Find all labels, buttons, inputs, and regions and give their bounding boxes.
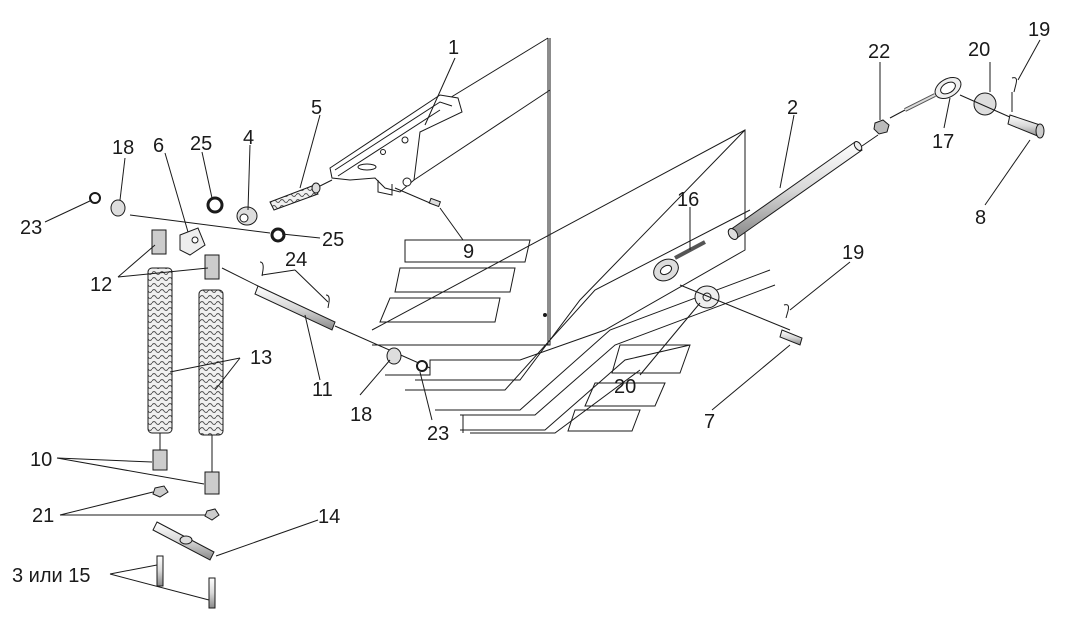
part-19-cotter-upper	[1011, 77, 1017, 93]
part-22-nut	[873, 119, 890, 135]
part-11-long-pin	[221, 267, 431, 369]
label-part-25-upper: 25	[190, 133, 213, 155]
label-part-11: 11	[312, 379, 333, 401]
label-part-4: 4	[243, 127, 255, 149]
part-10-caps	[152, 449, 220, 495]
label-part-23-lower: 23	[427, 423, 450, 445]
part-24-cotter-pin-left	[259, 261, 264, 277]
part-14-crossbar	[152, 521, 215, 561]
part-24-cotter-pin-right	[325, 294, 330, 309]
part-19-cotter-lower	[783, 304, 789, 319]
label-part-6: 6	[153, 135, 165, 157]
part-1-bracket	[329, 89, 551, 196]
part-2-rod	[727, 134, 879, 240]
part-16-eye-bolt	[653, 240, 706, 282]
label-part-20-upper: 20	[968, 39, 991, 61]
part-23-ring-lower	[416, 360, 428, 372]
part-23-ring-upper	[89, 192, 101, 204]
part-3-15-bolts	[156, 555, 216, 609]
label-part-20-lower: 20	[614, 376, 637, 398]
label-part-24: 24	[285, 249, 308, 271]
label-part-22: 22	[868, 41, 891, 63]
label-part-3-15: 3 или 15	[12, 565, 91, 587]
part-18-bushing-lower	[386, 347, 402, 365]
label-part-19-lower: 19	[842, 242, 865, 264]
label-part-21: 21	[32, 505, 55, 527]
part-25-washer-upper	[206, 196, 224, 214]
label-part-1: 1	[448, 37, 460, 59]
part-8-pin	[1007, 114, 1045, 139]
label-part-23-upper: 23	[20, 217, 43, 239]
label-part-18-lower: 18	[350, 404, 373, 426]
label-part-18-upper: 18	[112, 137, 135, 159]
label-part-16: 16	[677, 189, 700, 211]
part-9-small-pin	[428, 197, 442, 208]
part-20-washer-upper	[973, 92, 997, 116]
label-part-10: 10	[30, 449, 53, 471]
label-part-13: 13	[250, 347, 273, 369]
part-7-pin	[779, 329, 803, 346]
part-5-threaded-bolt	[269, 179, 333, 211]
part-18-bushing-upper	[110, 199, 126, 217]
part-25-washer-lower	[270, 227, 286, 243]
label-part-5: 5	[311, 97, 323, 119]
label-part-25-lower: 25	[322, 229, 345, 251]
part-12-spring-caps	[151, 229, 220, 280]
part-6-block	[179, 227, 206, 256]
label-part-2: 2	[787, 97, 799, 119]
part-21-nuts	[152, 485, 220, 521]
part-17-eye-bolt	[889, 77, 962, 119]
label-part-19-upper: 19	[1028, 19, 1051, 41]
label-part-14: 14	[318, 506, 341, 528]
label-part-7: 7	[704, 411, 716, 433]
part-20-washer-lower	[694, 285, 720, 309]
tractor-body-outline	[371, 37, 776, 434]
part-13-springs	[147, 267, 224, 436]
label-part-17: 17	[932, 131, 955, 153]
part-4-bushing	[236, 206, 258, 226]
label-part-12: 12	[90, 274, 113, 296]
label-part-9: 9	[463, 241, 475, 263]
label-part-8: 8	[975, 207, 987, 229]
leader-lines	[44, 39, 1041, 601]
